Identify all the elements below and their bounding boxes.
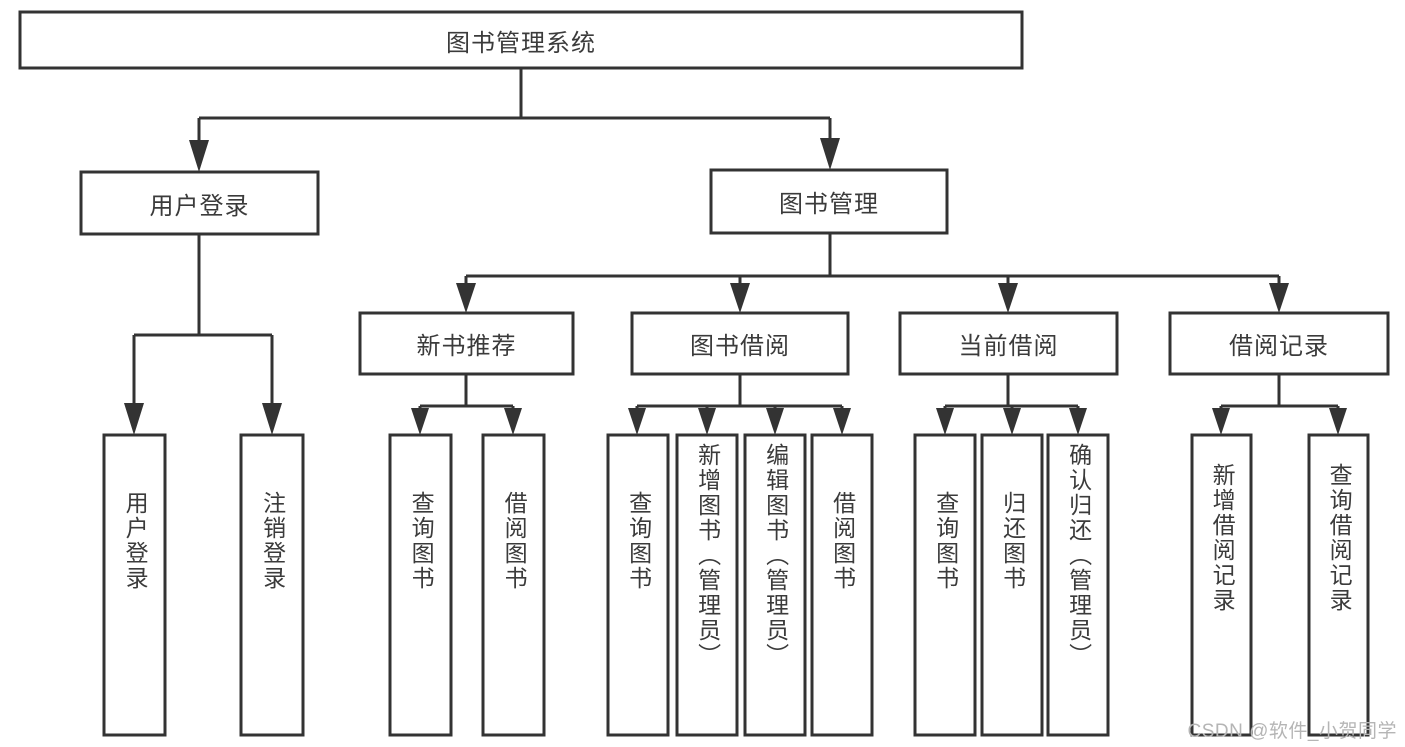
leaf-add-record-box[interactable]: [1190, 433, 1253, 737]
arrow-cb-to-leaf3-icon: [1069, 408, 1087, 435]
arrow-br-to-leaf1-icon: [1212, 408, 1230, 435]
leaf-query-book-3-box[interactable]: [913, 433, 977, 737]
leaf-query-book-2-box[interactable]: [606, 433, 670, 737]
node-book-management-box[interactable]: [709, 168, 949, 235]
leaf-query-record-box[interactable]: [1307, 433, 1370, 737]
arrow-bb-to-leaf4-icon: [833, 408, 851, 435]
arrow-new-book-to-leaf1-icon: [411, 408, 429, 435]
arrow-cb-to-leaf1-icon: [936, 408, 954, 435]
arrow-user-login-to-leaf2-icon: [262, 403, 282, 435]
arrow-bm-to-new-book-icon: [456, 283, 476, 313]
arrow-bb-to-leaf3-icon: [766, 408, 784, 435]
leaf-return-book-box[interactable]: [980, 433, 1044, 737]
arrow-bb-to-leaf1-icon: [628, 408, 646, 435]
leaf-logout-login-box[interactable]: [239, 433, 305, 737]
arrow-root-to-user-login-icon: [189, 140, 209, 172]
arrow-bm-to-current-borrow-icon: [998, 283, 1018, 313]
leaf-edit-book-box[interactable]: [743, 433, 807, 737]
node-user-login-box[interactable]: [79, 170, 320, 236]
arrow-new-book-to-leaf2-icon: [504, 408, 522, 435]
arrow-root-to-book-management-icon: [820, 138, 840, 170]
leaf-query-book-1-box[interactable]: [388, 433, 453, 737]
arrow-cb-to-leaf2-icon: [1003, 408, 1021, 435]
leaf-confirm-return-box[interactable]: [1046, 433, 1110, 737]
leaf-add-book-box[interactable]: [675, 433, 739, 737]
node-book-borrow-box[interactable]: [630, 311, 850, 376]
arrow-bm-to-book-borrow-icon: [730, 283, 750, 313]
arrow-user-login-to-leaf1-icon: [124, 403, 144, 435]
arrow-bb-to-leaf2-icon: [698, 408, 716, 435]
watermark-text: CSDN @软件_小贺同学: [1187, 721, 1397, 742]
arrow-bm-to-borrow-record-icon: [1269, 283, 1289, 313]
node-new-book-recommend-box[interactable]: [358, 311, 575, 376]
arrow-br-to-leaf2-icon: [1329, 408, 1347, 435]
leaf-borrow-book-1-box[interactable]: [481, 433, 546, 737]
node-current-borrow-box[interactable]: [898, 311, 1119, 376]
node-root-box[interactable]: [18, 10, 1024, 70]
leaf-user-login-box[interactable]: [102, 433, 167, 737]
node-borrow-record-box[interactable]: [1168, 311, 1390, 376]
leaf-borrow-book-2-box[interactable]: [810, 433, 874, 737]
